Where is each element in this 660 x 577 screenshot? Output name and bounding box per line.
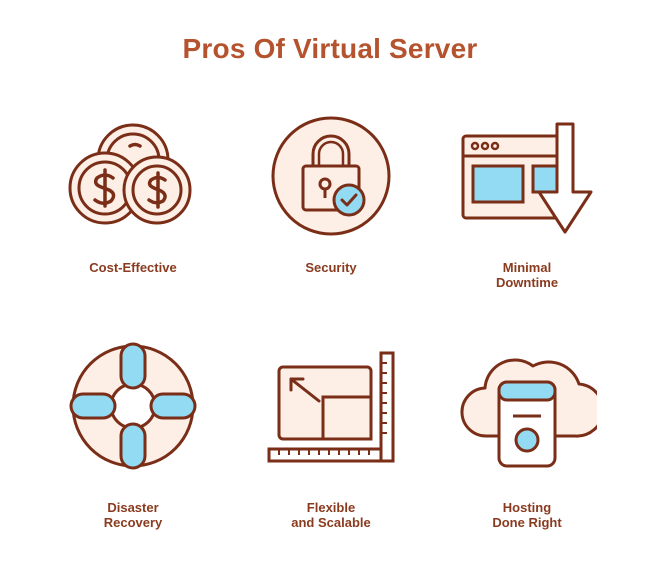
item-label-hosting-done-right: Hosting Done Right — [492, 500, 562, 530]
browser-download-icon — [457, 108, 597, 248]
lifebuoy-icon — [63, 340, 203, 480]
padlock-check-icon — [261, 108, 401, 248]
cloud-server-icon — [457, 340, 597, 480]
item-label-disaster-recovery: Disaster Recovery — [103, 500, 163, 530]
item-label-flexible-scalable: Flexible and Scalable — [291, 500, 371, 530]
item-label-cost-effective: Cost-Effective — [89, 260, 177, 275]
coins-icon — [63, 108, 203, 248]
item-label-security: Security — [305, 260, 357, 275]
resize-ruler-icon — [265, 345, 405, 485]
item-label-minimal-downtime: Minimal Downtime — [495, 260, 559, 290]
page-title: Pros Of Virtual Server — [182, 33, 478, 64]
